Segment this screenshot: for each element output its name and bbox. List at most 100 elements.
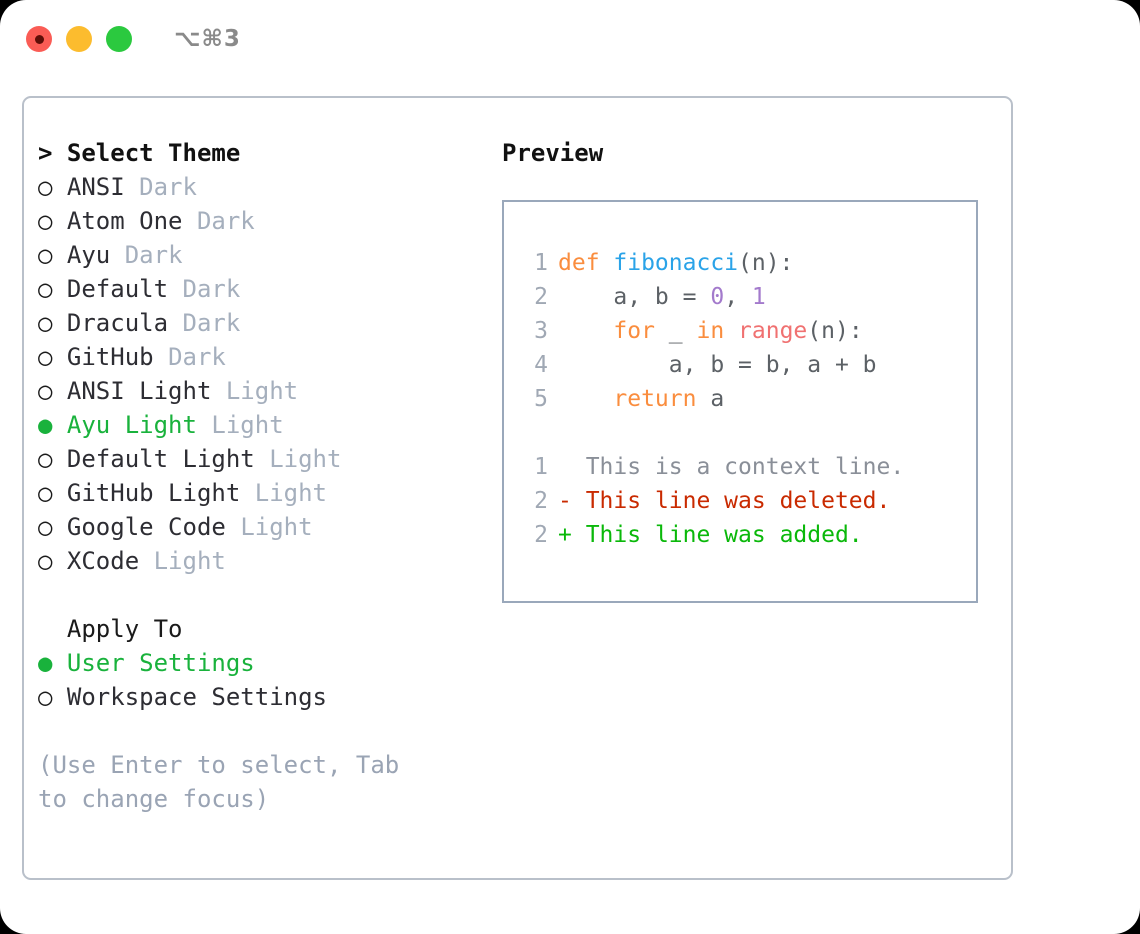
theme-list-item[interactable]: ○ GitHub Dark: [38, 340, 478, 374]
theme-item-label: ANSI Light: [66, 377, 212, 405]
keyboard-hint: (Use Enter to select, Tab to change focu…: [38, 751, 400, 813]
code-token: a, b =: [558, 284, 711, 310]
code-line: 3 for _ in range(n):: [522, 314, 976, 348]
apply-to-heading: ○ Apply To: [66, 615, 183, 643]
theme-item-variant: Light: [254, 479, 327, 507]
code-token: a, b = b, a + b: [558, 352, 877, 378]
theme-list-item[interactable]: ○ Google Code Light: [38, 510, 478, 544]
theme-list-item[interactable]: ○ Default Light Light: [38, 442, 478, 476]
radio-unselected-icon[interactable]: ○: [38, 343, 53, 371]
theme-item-variant: Light: [269, 445, 342, 473]
section-spacer: [38, 578, 478, 612]
select-theme-heading: > Select Theme: [38, 139, 241, 167]
diff-text: This line was deleted.: [585, 488, 891, 514]
theme-item-label: GitHub: [66, 343, 154, 371]
radio-unselected-icon[interactable]: ○: [38, 309, 53, 337]
theme-item-label: Dracula: [66, 309, 169, 337]
close-button-icon[interactable]: [26, 26, 52, 52]
shortcut-label: ⌥⌘3: [174, 26, 241, 52]
code-token: _: [654, 318, 697, 344]
theme-item-label: Ayu Light: [66, 411, 197, 439]
theme-item-label: XCode: [66, 547, 140, 575]
diff-text: This line was added.: [585, 522, 863, 548]
radio-selected-icon[interactable]: ●: [38, 411, 53, 439]
code-token: (n):: [807, 318, 863, 344]
line-number: 2: [534, 284, 548, 310]
line-number: 2: [534, 522, 548, 548]
radio-unselected-icon[interactable]: ○: [38, 377, 53, 405]
theme-list-item[interactable]: ○ Dracula Dark: [38, 306, 478, 340]
code-token: 0: [710, 284, 725, 310]
close-button-pupil: [34, 34, 44, 44]
theme-list-item[interactable]: ○ ANSI Dark: [38, 170, 478, 204]
theme-list-item[interactable]: ○ GitHub Light Light: [38, 476, 478, 510]
radio-unselected-icon[interactable]: ○: [38, 207, 53, 235]
radio-unselected-icon[interactable]: ○: [38, 241, 53, 269]
theme-list-item[interactable]: ○ Atom One Dark: [38, 204, 478, 238]
apply-to-label: Workspace Settings: [66, 683, 327, 711]
minimize-button-icon[interactable]: [66, 26, 92, 52]
theme-item-label: GitHub Light: [66, 479, 241, 507]
radio-unselected-icon[interactable]: ○: [38, 547, 53, 575]
code-token: fibonacci: [613, 250, 739, 276]
code-line: 5 return a: [522, 382, 976, 416]
apply-to-label: User Settings: [66, 649, 255, 677]
theme-item-label: Default Light: [66, 445, 255, 473]
code-token: a: [696, 386, 725, 412]
radio-unselected-icon[interactable]: ○: [38, 513, 53, 541]
code-token: range: [738, 318, 808, 344]
theme-item-label: Default: [66, 275, 169, 303]
apply-to-list: ● User Settings○ Workspace Settings: [38, 646, 478, 714]
main-panel: > Select Theme ○ ANSI Dark○ Atom One Dar…: [22, 96, 1013, 880]
code-token: ,: [724, 284, 752, 310]
apply-to-item[interactable]: ○ Workspace Settings: [38, 680, 478, 714]
code-token: def: [558, 250, 614, 276]
code-diff-gap: [522, 416, 976, 450]
code-token: [558, 386, 613, 412]
theme-item-label: Atom One: [66, 207, 183, 235]
theme-list-item[interactable]: ○ XCode Light: [38, 544, 478, 578]
radio-unselected-icon[interactable]: ○: [38, 275, 53, 303]
diff-line: 2- This line was deleted.: [522, 484, 976, 518]
code-token: (n):: [738, 250, 794, 276]
radio-selected-icon[interactable]: ●: [38, 649, 53, 677]
radio-unselected-icon[interactable]: ○: [38, 479, 53, 507]
code-line: 4 a, b = b, a + b: [522, 348, 976, 382]
radio-unselected-icon[interactable]: ○: [38, 683, 53, 711]
theme-item-variant: Dark: [196, 207, 255, 235]
theme-list-item[interactable]: ○ Default Dark: [38, 272, 478, 306]
theme-item-variant: Dark: [182, 275, 241, 303]
diff-line: 2 + This line was added.: [522, 518, 976, 552]
line-number: 1: [534, 454, 548, 480]
theme-item-variant: Light: [225, 377, 299, 405]
code-token: for: [613, 318, 655, 344]
diff-sample: 1 This is a context line.2- This line wa…: [522, 450, 976, 552]
diff-sign: -: [558, 488, 586, 514]
apply-to-item[interactable]: ● User Settings: [38, 646, 478, 680]
diff-sign: +: [558, 522, 586, 548]
theme-list-item[interactable]: ○ ANSI Light Light: [38, 374, 478, 408]
theme-item-variant: Dark: [139, 173, 197, 201]
theme-list: ○ ANSI Dark○ Atom One Dark○ Ayu Dark○ De…: [38, 170, 478, 578]
diff-sign: [558, 454, 586, 480]
line-number: 3: [534, 318, 548, 344]
theme-list-item[interactable]: ● Ayu Light Light: [38, 408, 478, 442]
code-token: 1: [751, 284, 766, 310]
code-token: [724, 318, 738, 344]
theme-item-variant: Dark: [182, 309, 241, 337]
theme-item-label: ANSI: [66, 173, 125, 201]
theme-item-variant: Dark: [168, 343, 226, 371]
maximize-button-icon[interactable]: [106, 26, 132, 52]
theme-list-item[interactable]: ○ Ayu Dark: [38, 238, 478, 272]
radio-unselected-icon[interactable]: ○: [38, 173, 53, 201]
code-token: [558, 318, 613, 344]
theme-item-label: Google Code: [66, 513, 226, 541]
theme-item-variant: Light: [240, 513, 313, 541]
theme-selector-column: > Select Theme ○ ANSI Dark○ Atom One Dar…: [38, 136, 478, 816]
radio-unselected-icon[interactable]: ○: [38, 445, 53, 473]
preview-title: Preview: [502, 139, 604, 167]
code-token: in: [696, 318, 725, 344]
